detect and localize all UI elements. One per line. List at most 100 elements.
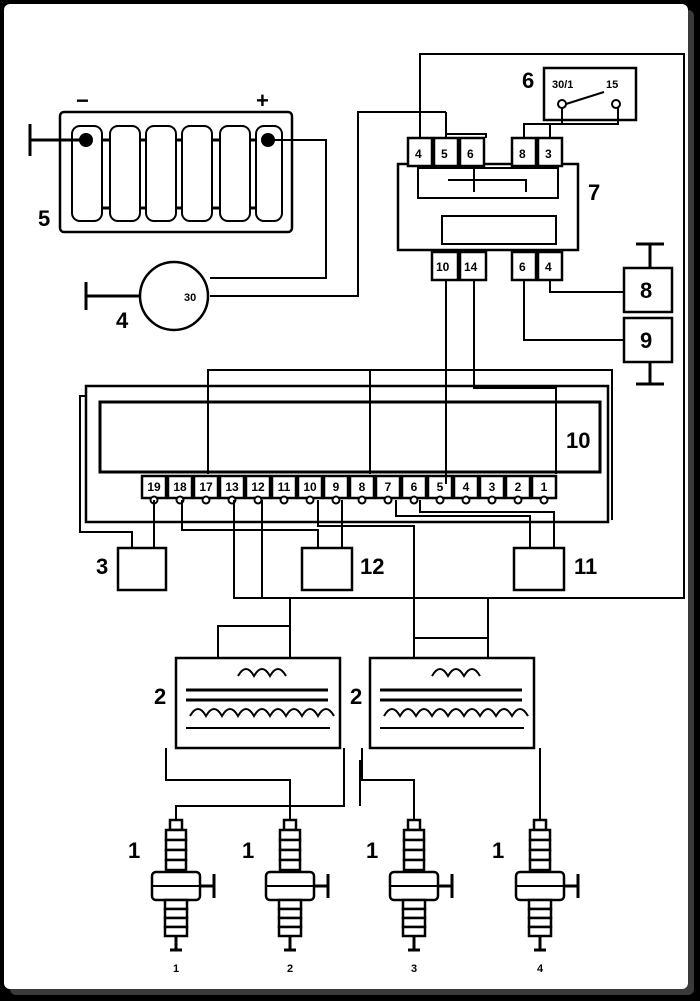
relay-pin: [432, 136, 460, 168]
ecu-pin-label: 1: [541, 480, 548, 494]
ecu-pin-contact: [409, 495, 419, 505]
ignition-coil-a: 2: [154, 656, 342, 750]
ecu-pin-contact: [461, 495, 471, 505]
ecu-pin-label: 10: [303, 480, 317, 494]
label-sensor-11: 11: [574, 554, 597, 579]
label-sensor-3: 3: [96, 554, 108, 579]
label-sensor-12: 12: [360, 554, 384, 579]
relay-pin-label: 14: [464, 260, 478, 274]
ecu-pin-label: 17: [199, 480, 213, 494]
sensor-11: 11: [395, 500, 597, 592]
label-generator: 4: [116, 308, 129, 333]
ground-symbol: [200, 874, 216, 898]
label-unit-9: 9: [640, 328, 652, 353]
unit-9: 9: [523, 280, 674, 386]
ecu-inner-block: [98, 400, 602, 474]
label-ecu: 10: [566, 428, 590, 453]
label-coil-b: 2: [350, 684, 362, 709]
ecu-pin-label: 5: [437, 480, 444, 494]
ground-symbol: [28, 124, 80, 156]
battery-cell: [219, 125, 251, 222]
spark-plug: 41: [492, 818, 580, 975]
ecu-pin-contact: [487, 495, 497, 505]
relay-bottom-pins: 10 14 6 4: [430, 250, 564, 282]
label-unit-8: 8: [640, 278, 652, 303]
label-spark-plug: 1: [128, 838, 140, 863]
sensor-11-body: [512, 546, 566, 592]
sensor-3: 3: [79, 395, 168, 592]
ecu-pin-label: 12: [251, 480, 265, 494]
ecu-pin-contact: [435, 495, 445, 505]
ignition-switch-body: [542, 66, 638, 122]
ecu-pin-label: 18: [173, 480, 187, 494]
label-spark-plug: 1: [366, 838, 378, 863]
relay-pin-label: 4: [545, 260, 552, 274]
ground-symbol: [314, 874, 330, 898]
ignition-switch: 30/1 15 6: [522, 66, 638, 122]
generator-terminal-label: 30: [184, 292, 196, 304]
relay-pin-label: 3: [545, 147, 552, 161]
battery-cell: [109, 125, 141, 222]
ecu-pin-contact: [357, 495, 367, 505]
ground-symbol: [636, 362, 664, 386]
ecu-pin-label: 2: [515, 480, 522, 494]
battery-minus-sign: −: [76, 88, 89, 113]
ignition-terminal-b: 15: [606, 79, 618, 91]
relay-pin-label: 5: [441, 147, 448, 161]
relay-pin-label: 6: [467, 147, 474, 161]
ecu-pin-contact: [539, 495, 549, 505]
label-coil-a: 2: [154, 684, 166, 709]
generator-body: [138, 260, 210, 332]
battery-cell: [71, 125, 103, 222]
ecu-pin-label: 13: [225, 480, 239, 494]
ecu-pin-contact: [305, 495, 315, 505]
plug-number: 1: [173, 963, 179, 975]
label-spark-plug: 1: [242, 838, 254, 863]
sensor-12: 12: [181, 500, 384, 592]
ignition-terminal-a: 30/1: [552, 79, 573, 91]
ecu-pin-label: 4: [463, 480, 470, 494]
ecu-pin-contact: [201, 495, 211, 505]
ecu-pin-contact: [383, 495, 393, 505]
spark-plug: 31: [366, 818, 454, 975]
plug-number: 2: [287, 963, 293, 975]
plug-number: 4: [537, 963, 544, 975]
ecu-pin-label: 6: [411, 480, 418, 494]
coil-b-body: [368, 656, 536, 750]
battery-cell: [145, 125, 177, 222]
relay-pin-label: 4: [415, 147, 422, 161]
label-relay: 7: [588, 180, 600, 205]
ecu-pin-contact: [253, 495, 263, 505]
sensor-12-body: [300, 546, 354, 592]
ecu-pin-label: 9: [333, 480, 340, 494]
battery-cell: [181, 125, 213, 222]
ecu-body: [84, 384, 610, 524]
relay-pin-label: 6: [519, 260, 526, 274]
battery-cell: [255, 125, 283, 222]
sensor-3-body: [116, 546, 168, 592]
ecu-pin-label: 11: [278, 480, 291, 494]
ecu-pin-label: 8: [359, 480, 366, 494]
ecu-pin-label: 7: [385, 480, 392, 494]
relay-pin-label: 8: [519, 147, 526, 161]
unit-8-body: [622, 266, 674, 314]
coil-a-body: [174, 656, 342, 750]
unit-8: 8: [549, 242, 674, 314]
relay-pin-label: 10: [436, 260, 450, 274]
battery-plus-sign: +: [256, 88, 269, 113]
spark-plug: 11: [128, 818, 216, 975]
ecu-pin-label: 19: [147, 480, 161, 494]
battery-cells: [71, 125, 283, 222]
label-ignition-switch: 6: [522, 68, 534, 93]
relay-top-pins: 4 5 6 8 3: [406, 136, 564, 168]
ecu-pin-contact: [513, 495, 523, 505]
battery: − + 5: [28, 88, 327, 279]
relay-pin: [406, 136, 434, 168]
ground-symbol: [84, 282, 140, 310]
ground-symbol: [636, 242, 664, 268]
battery-negative-terminal: [79, 133, 93, 147]
